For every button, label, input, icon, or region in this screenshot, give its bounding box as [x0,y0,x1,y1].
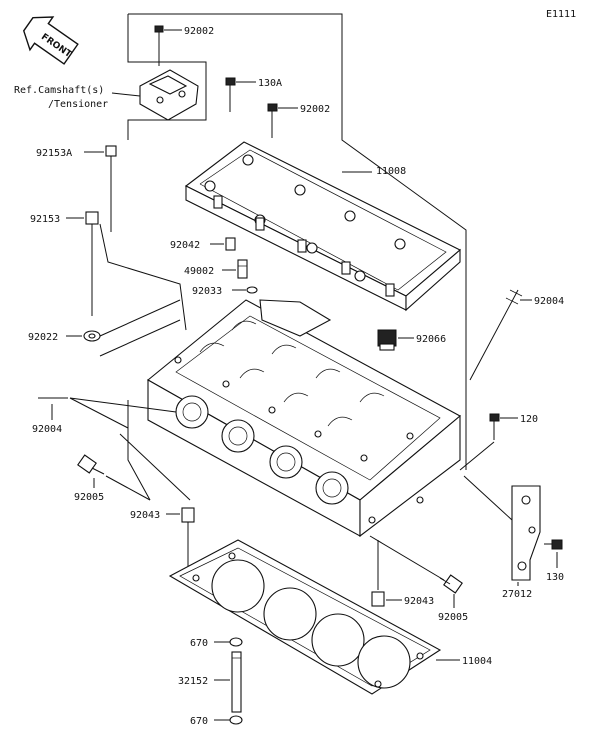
label-130: 130 [546,572,564,583]
head-gasket-11004 [168,539,442,695]
bracket-27012 [511,485,541,581]
fitting-49002 [237,259,248,279]
washer-92022 [83,330,101,342]
label-92042: 92042 [170,240,200,251]
ref-label-line2: /Tensioner [48,99,108,110]
label-130a: 130A [258,78,282,89]
pipe-32152 [231,651,242,713]
label-92004-right: 92004 [534,296,564,307]
oring-670-bottom [229,715,243,725]
label-92043-right: 92043 [404,596,434,607]
ref-label-line1: Ref.Camshaft(s) [14,85,104,96]
label-92002-mid: 92002 [300,104,330,115]
cylinder-head [147,299,461,538]
dowel-92043-right [371,591,385,607]
bolt-120 [489,413,500,440]
label-92033: 92033 [192,286,222,297]
label-92153: 92153 [30,214,60,225]
front-arrow-icon: FRONT [22,16,79,65]
camshaft-holder-11008 [184,141,461,312]
reference-frame-lines [99,13,467,501]
label-670-top: 670 [190,638,208,649]
label-92022: 92022 [28,332,58,343]
label-11008: 11008 [376,166,406,177]
dowel-92042 [225,237,236,251]
label-120: 120 [520,414,538,425]
bolt-92002-mid [267,103,278,138]
bolt-92153 [85,211,99,316]
label-92005-left: 92005 [74,492,104,503]
label-92005-right: 92005 [438,612,468,623]
plug-92066 [377,329,397,351]
label-670-bottom: 670 [190,716,208,727]
fitting-92005-right [439,574,463,594]
oring-670-top [229,637,243,647]
stud-92004-right [469,289,523,381]
label-92066: 92066 [416,334,446,345]
bolt-92153a [105,145,117,232]
oring-92033 [246,286,258,294]
label-92153a: 92153A [36,148,72,159]
bolt-130a [225,77,236,112]
label-92043-left: 92043 [130,510,160,521]
diagram-code: E1111 [546,9,576,20]
bolt-130 [544,539,563,550]
fitting-92005-left [77,454,105,475]
label-27012: 27012 [502,589,532,600]
label-92004-left: 92004 [32,424,62,435]
bolt-92002-top [154,25,164,66]
label-49002: 49002 [184,266,214,277]
label-32152: 32152 [178,676,208,687]
dowel-92043-left [181,507,195,523]
label-11004: 11004 [462,656,492,667]
label-92002-top: 92002 [184,26,214,37]
camshaft-bracket [139,69,199,121]
